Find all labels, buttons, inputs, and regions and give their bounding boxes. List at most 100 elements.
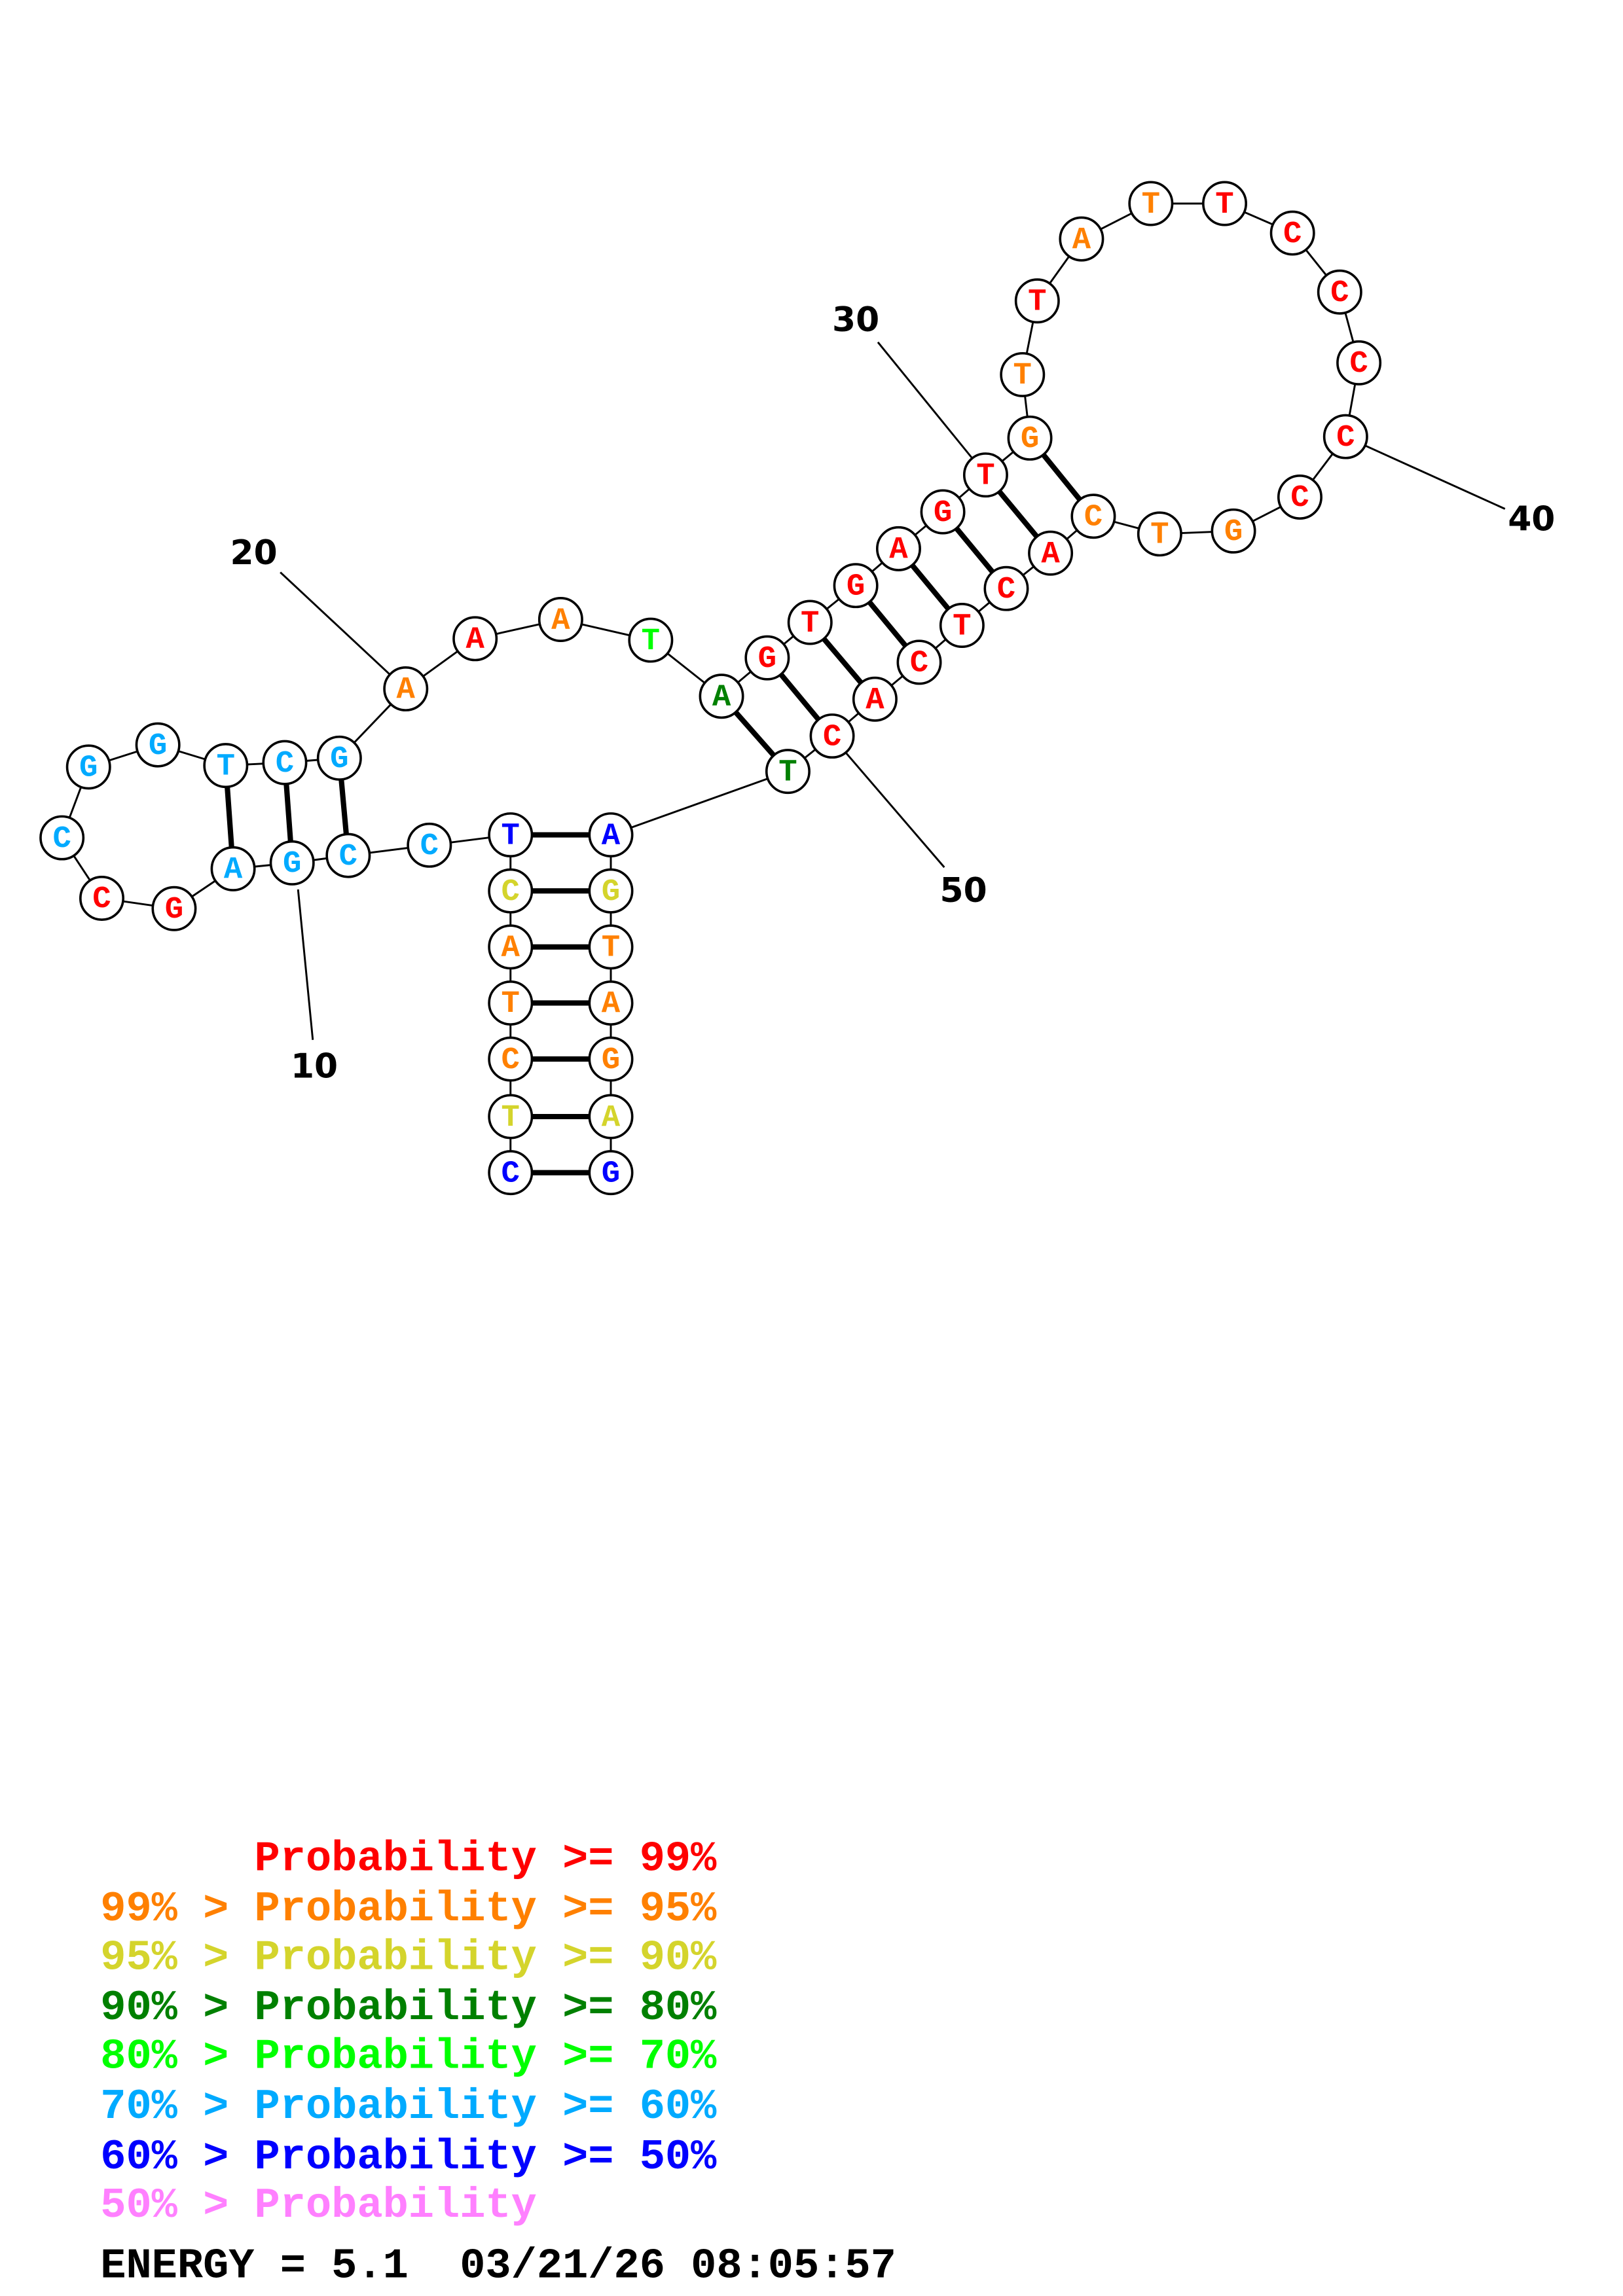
nucleotide-letter: C xyxy=(276,747,294,781)
nucleotide-circle xyxy=(628,617,674,663)
nucleotide-letter: A xyxy=(602,987,621,1022)
nucleotide: G xyxy=(588,1150,634,1196)
nucleotide: T xyxy=(787,600,833,645)
nucleotide-letter: G xyxy=(79,751,98,786)
nucleotide-circle xyxy=(488,868,534,914)
nucleotide-letter: T xyxy=(1215,188,1233,223)
nucleotide-circle xyxy=(65,744,111,790)
nucleotide-circle xyxy=(1000,351,1046,397)
nucleotide-circle xyxy=(744,635,790,681)
legend-entry: 60% > Probability >= 50% xyxy=(100,2133,717,2181)
nucleotide-circle xyxy=(316,735,362,781)
nucleotide-letter: G xyxy=(1021,422,1039,457)
nucleotide-circle xyxy=(588,812,634,858)
nucleotide: G xyxy=(1211,508,1256,554)
nucleotide-letter: T xyxy=(778,755,797,790)
nucleotide-circle xyxy=(1059,216,1104,262)
nucleotide-letter: C xyxy=(501,875,520,910)
nucleotide-letter: T xyxy=(976,459,994,493)
nucleotide: T xyxy=(1137,511,1182,557)
nucleotide-circle xyxy=(1277,474,1322,520)
nucleotide-letter: A xyxy=(551,603,570,638)
nucleotide: T xyxy=(628,617,674,663)
nucleotide: A xyxy=(875,526,921,571)
nucleotide: A xyxy=(588,1094,634,1139)
nucleotide: G xyxy=(833,563,879,609)
nucleotide: C xyxy=(1322,414,1368,459)
number-leader-line xyxy=(297,889,314,1040)
backbone-link xyxy=(610,770,788,836)
nucleotide: G xyxy=(588,1036,634,1082)
nucleotide-letter: G xyxy=(758,642,776,677)
nucleotide-circle xyxy=(488,812,534,858)
nucleotide: A xyxy=(488,924,534,970)
number-leader-line xyxy=(280,571,392,677)
nucleotide-letter: C xyxy=(823,720,841,755)
nucleotide-letter: G xyxy=(847,569,865,604)
nucleotide-letter: T xyxy=(1013,359,1032,393)
nucleotide-circle xyxy=(151,886,197,931)
nucleotide: T xyxy=(588,924,634,970)
nucleotide-circle xyxy=(488,1150,534,1196)
nucleotide-letter: C xyxy=(1283,217,1302,252)
nucleotide: T xyxy=(765,749,811,795)
nucleotide: A xyxy=(588,812,634,858)
nucleotide-letter: A xyxy=(397,673,416,708)
nucleotide: C xyxy=(896,639,942,685)
nucleotide-letter: A xyxy=(501,931,520,966)
nucleotide-circle xyxy=(407,822,452,868)
nucleotide: G xyxy=(588,868,634,914)
nucleotide-circle xyxy=(809,713,855,759)
nucleotide-letter: T xyxy=(1028,285,1046,319)
nucleotide-letter: A xyxy=(1072,223,1091,258)
nucleotide-circle xyxy=(1202,181,1247,226)
nucleotide: C xyxy=(1070,493,1116,539)
nucleotide-circle xyxy=(39,815,85,861)
legend-entry: 70% > Probability >= 60% xyxy=(100,2083,717,2131)
legend-entry: 95% > Probability >= 90% xyxy=(100,1934,717,1982)
position-number-label: 10 xyxy=(291,1047,338,1086)
nucleotide: A xyxy=(383,666,429,711)
nucleotide-letter: C xyxy=(420,829,439,864)
nucleotide: T xyxy=(1014,278,1060,324)
number-leader-line xyxy=(877,341,975,461)
nucleotide-letter: C xyxy=(910,647,928,681)
nucleotide-circle xyxy=(1028,530,1074,576)
nucleotide-circle xyxy=(588,924,634,970)
nucleotide-letter: G xyxy=(602,1157,620,1191)
nucleotide: A xyxy=(852,676,898,722)
nucleotide-letter: A xyxy=(1041,537,1060,572)
nucleotide: C xyxy=(488,868,534,914)
nucleotide: A xyxy=(452,616,498,662)
nucleotide-circle xyxy=(765,749,811,795)
nucleotide: G xyxy=(269,840,315,886)
nucleotide-circle xyxy=(1014,278,1060,324)
nucleotide: C xyxy=(325,833,371,878)
nucleotide-circle xyxy=(452,616,498,662)
nucleotide: T xyxy=(1000,351,1046,397)
nucleotide: A xyxy=(1028,530,1074,576)
nucleotide-circle xyxy=(1269,210,1315,256)
nucleotide: A xyxy=(538,597,583,643)
nucleotide-letter: C xyxy=(501,1157,520,1191)
nucleotide-circle xyxy=(1322,414,1368,459)
nucleotide-circle xyxy=(939,603,985,649)
nucleotide: C xyxy=(1277,474,1322,520)
legend-entry: 80% > Probability >= 70% xyxy=(100,2033,717,2081)
energy-footer: ENERGY = 5.1 03/21/26 08:05:57 xyxy=(100,2242,896,2291)
nucleotide: T xyxy=(1128,181,1174,226)
position-number-label: 50 xyxy=(940,871,987,910)
position-number-label: 40 xyxy=(1508,499,1555,539)
nucleotide: G xyxy=(135,722,181,768)
nucleotide-circle xyxy=(79,875,124,921)
nucleotide-letter: C xyxy=(1290,481,1309,516)
nucleotide: T xyxy=(203,743,249,789)
nucleotide-letter: A xyxy=(224,853,243,888)
nucleotide-letter: T xyxy=(501,819,520,853)
nucleotide-letter: T xyxy=(1142,188,1160,223)
nucleotide-circle xyxy=(875,526,921,571)
nucleotide-letter: C xyxy=(1084,501,1103,535)
nucleotide-letter: A xyxy=(866,683,884,718)
nucleotide-circle xyxy=(488,980,534,1026)
nucleotide-letter: T xyxy=(602,931,620,966)
